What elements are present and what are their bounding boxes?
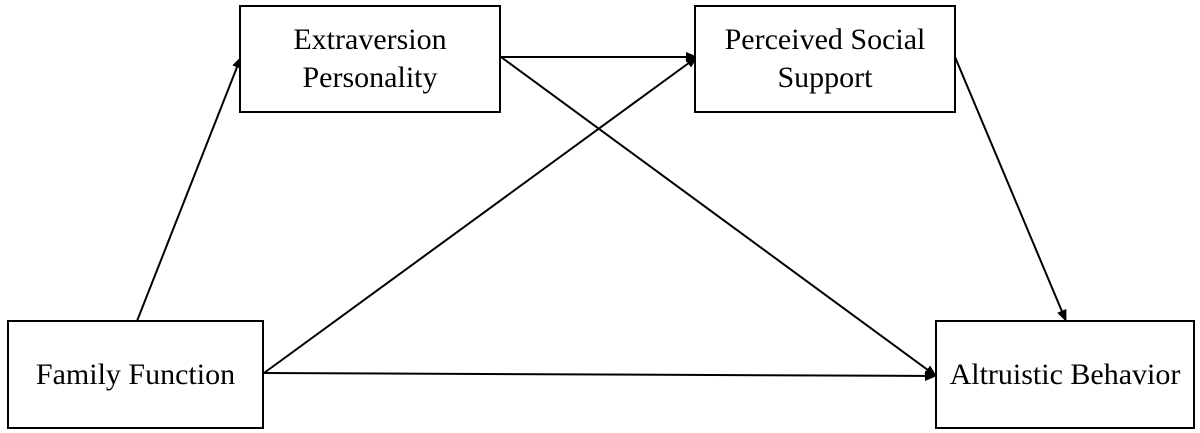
arrow-family-to-extraversion xyxy=(136,56,242,322)
node-altruistic-behavior: Altruistic Behavior xyxy=(935,320,1195,429)
node-label: Altruistic Behavior xyxy=(949,357,1181,391)
arrow-support-to-altruistic xyxy=(954,56,1067,322)
node-perceived-social-support: Perceived Social Support xyxy=(694,5,956,113)
arrow-family-to-altruistic xyxy=(263,370,937,381)
node-extraversion-personality: Extraversion Personality xyxy=(239,5,501,113)
node-family-function: Family Function xyxy=(7,320,264,429)
node-label: Perceived Social Support xyxy=(724,23,926,94)
node-label: Extraversion Personality xyxy=(293,23,447,94)
arrow-family-to-support xyxy=(263,56,698,374)
node-label: Family Function xyxy=(35,357,236,391)
arrow-extraversion-to-altruistic xyxy=(500,56,937,377)
